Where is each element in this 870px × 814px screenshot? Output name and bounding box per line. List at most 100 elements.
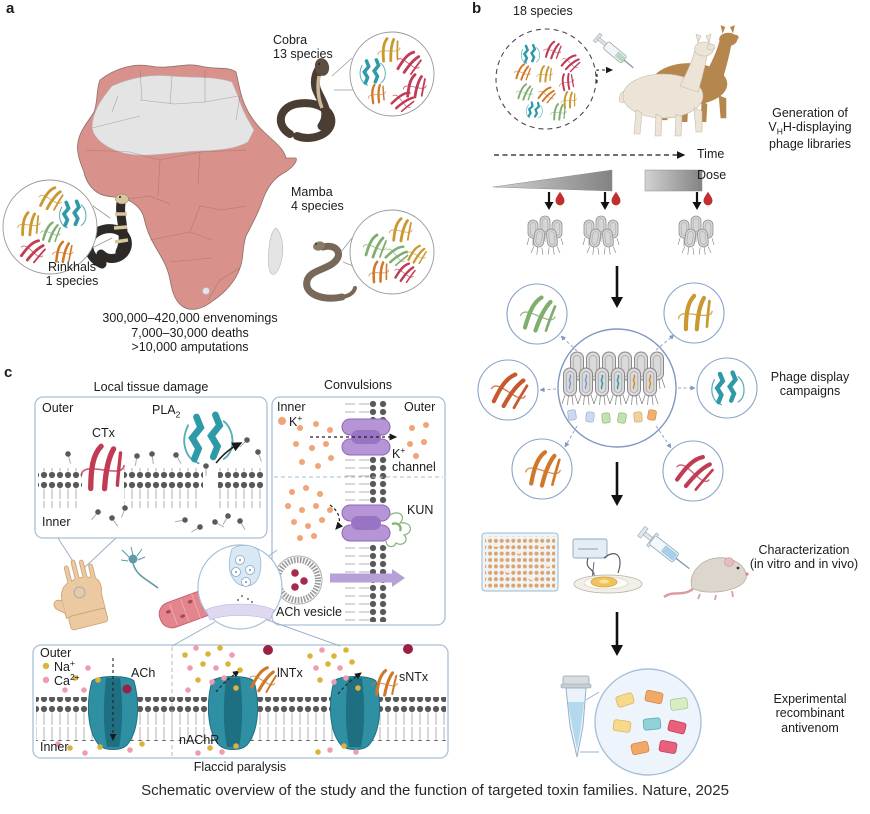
kchan-sup: + bbox=[400, 445, 406, 455]
mamba-toxin-circle bbox=[349, 209, 435, 295]
ca-ions bbox=[42, 645, 359, 756]
blocked-arrow-sntx bbox=[337, 672, 362, 695]
pla2-pre: PLA bbox=[152, 403, 176, 417]
invivo-syringe bbox=[637, 525, 690, 570]
flow-arrow-2 bbox=[611, 462, 623, 506]
tube-zoom-line-top bbox=[585, 691, 600, 701]
microplate bbox=[481, 532, 559, 592]
epidemiology-stats: 300,000–420,000 envenomings 7,000–30,000… bbox=[70, 311, 310, 355]
ach-ball-float-2 bbox=[403, 644, 413, 654]
k-channel-label: K+ channel bbox=[392, 446, 436, 474]
rinkhals-name: Rinkhals bbox=[48, 260, 96, 274]
country-borders bbox=[85, 69, 247, 301]
ca-pre: Ca bbox=[54, 674, 70, 689]
box3-outer-label: Outer bbox=[40, 646, 72, 660]
ach-ball bbox=[122, 684, 132, 694]
exocytosis-arrow bbox=[330, 569, 405, 587]
box1-title: Local tissue damage bbox=[93, 380, 209, 394]
magnifier-lines bbox=[92, 57, 354, 267]
step-generation-label: Generation of VHH-displaying phage libra… bbox=[748, 106, 870, 152]
lntx-label: lNTx bbox=[277, 666, 303, 680]
rinkhals-label: Rinkhals 1 species bbox=[22, 260, 122, 289]
species-count-label: 18 species bbox=[513, 4, 573, 18]
ach-vesicle-label: ACh vesicle bbox=[276, 605, 342, 619]
dose-triangle bbox=[492, 169, 613, 192]
step-characterization-label: Characterization (in vitro and in vivo) bbox=[736, 543, 870, 572]
k-pre: K bbox=[289, 415, 298, 430]
step3-line2: (in vitro and in vivo) bbox=[749, 557, 859, 572]
ach-ball-float-1 bbox=[263, 645, 273, 655]
blocked-flux-arrow bbox=[329, 504, 344, 530]
box2-membrane bbox=[345, 400, 387, 622]
injection-connector bbox=[596, 66, 614, 83]
na-ions bbox=[42, 645, 361, 755]
ca-sup: 2+ bbox=[69, 672, 80, 682]
madagascar bbox=[268, 227, 284, 275]
box2-outer-label: Outer bbox=[404, 400, 436, 414]
step-antivenom-label: Experimental recombinant antivenom bbox=[758, 692, 862, 735]
sahara-region bbox=[91, 75, 255, 156]
llamas bbox=[618, 25, 739, 137]
panel-b bbox=[477, 25, 758, 776]
synapse-circle bbox=[197, 544, 283, 630]
hub-arrows bbox=[539, 334, 696, 449]
kun-label: KUN bbox=[407, 503, 434, 517]
step1-v: V bbox=[768, 120, 777, 135]
stat-deaths: 7,000–30,000 deaths bbox=[131, 325, 249, 340]
flow-arrow-3 bbox=[611, 612, 623, 656]
flow-arrow-1 bbox=[611, 266, 623, 308]
kun-toxin bbox=[385, 512, 411, 548]
antivenom-tube bbox=[560, 675, 592, 758]
time-label: Time bbox=[697, 147, 725, 161]
hand bbox=[53, 559, 109, 631]
rinkhals-toxin-circle bbox=[2, 179, 98, 275]
ach-label: ACh bbox=[131, 666, 156, 680]
phage-clusters bbox=[526, 215, 715, 257]
box1-outer-label: Outer bbox=[42, 401, 74, 415]
dose-rect bbox=[644, 169, 703, 192]
figure-caption: Schematic overview of the study and the … bbox=[141, 782, 729, 799]
stat-envenomings: 300,000–420,000 envenomings bbox=[102, 311, 278, 325]
step1-line3: phage libraries bbox=[769, 137, 851, 152]
k-ions bbox=[278, 417, 429, 541]
step4-line2: recombinant bbox=[775, 706, 845, 721]
ctx-label: CTx bbox=[92, 426, 115, 440]
box2-inner-label: Inner bbox=[277, 400, 306, 414]
cobra-toxin-circle bbox=[349, 31, 435, 117]
dose-label: Dose bbox=[697, 168, 727, 182]
panel-c-letter: c bbox=[4, 364, 13, 381]
venom-pool-circle bbox=[495, 28, 597, 130]
bleed-markers bbox=[544, 191, 713, 210]
panel-a bbox=[2, 31, 435, 310]
blocked-arrow-lntx bbox=[215, 670, 240, 693]
cobra-count: 13 species bbox=[273, 47, 333, 62]
box3-inner-label: Inner bbox=[40, 740, 69, 754]
kchan-pre: K bbox=[392, 447, 401, 462]
lesotho bbox=[202, 287, 210, 295]
cobra-label: Cobra 13 species bbox=[273, 33, 333, 62]
panel-c bbox=[32, 396, 449, 759]
na-pre: Na bbox=[54, 660, 70, 675]
na-sup: + bbox=[69, 658, 75, 668]
flaccid-paralysis-label: Flaccid paralysis bbox=[193, 760, 287, 774]
box2-title: Convulsions bbox=[323, 378, 393, 392]
mamba-count: 4 species bbox=[291, 199, 344, 214]
mamba-label: Mamba 4 species bbox=[291, 185, 344, 214]
step4-line3: antivenom bbox=[781, 720, 839, 735]
box1-inner-label: Inner bbox=[42, 515, 71, 529]
step-phage-label: Phage display campaigns bbox=[748, 370, 870, 399]
sntx-label: sNTx bbox=[399, 670, 429, 684]
nachr-receptor-3 bbox=[329, 676, 381, 750]
phage-display-hub bbox=[557, 328, 677, 448]
kchan-line2: channel bbox=[392, 460, 436, 475]
mamba-snake bbox=[303, 241, 357, 302]
ca-ion-label: Ca2+ bbox=[54, 672, 80, 689]
panel-b-letter: b bbox=[472, 0, 482, 17]
selected-binder-circles bbox=[477, 282, 758, 502]
step3-line1: Characterization bbox=[758, 543, 850, 557]
cobra-snake bbox=[277, 58, 336, 142]
step1-post: H-displaying bbox=[782, 120, 852, 135]
step1-sub: H bbox=[776, 126, 783, 137]
